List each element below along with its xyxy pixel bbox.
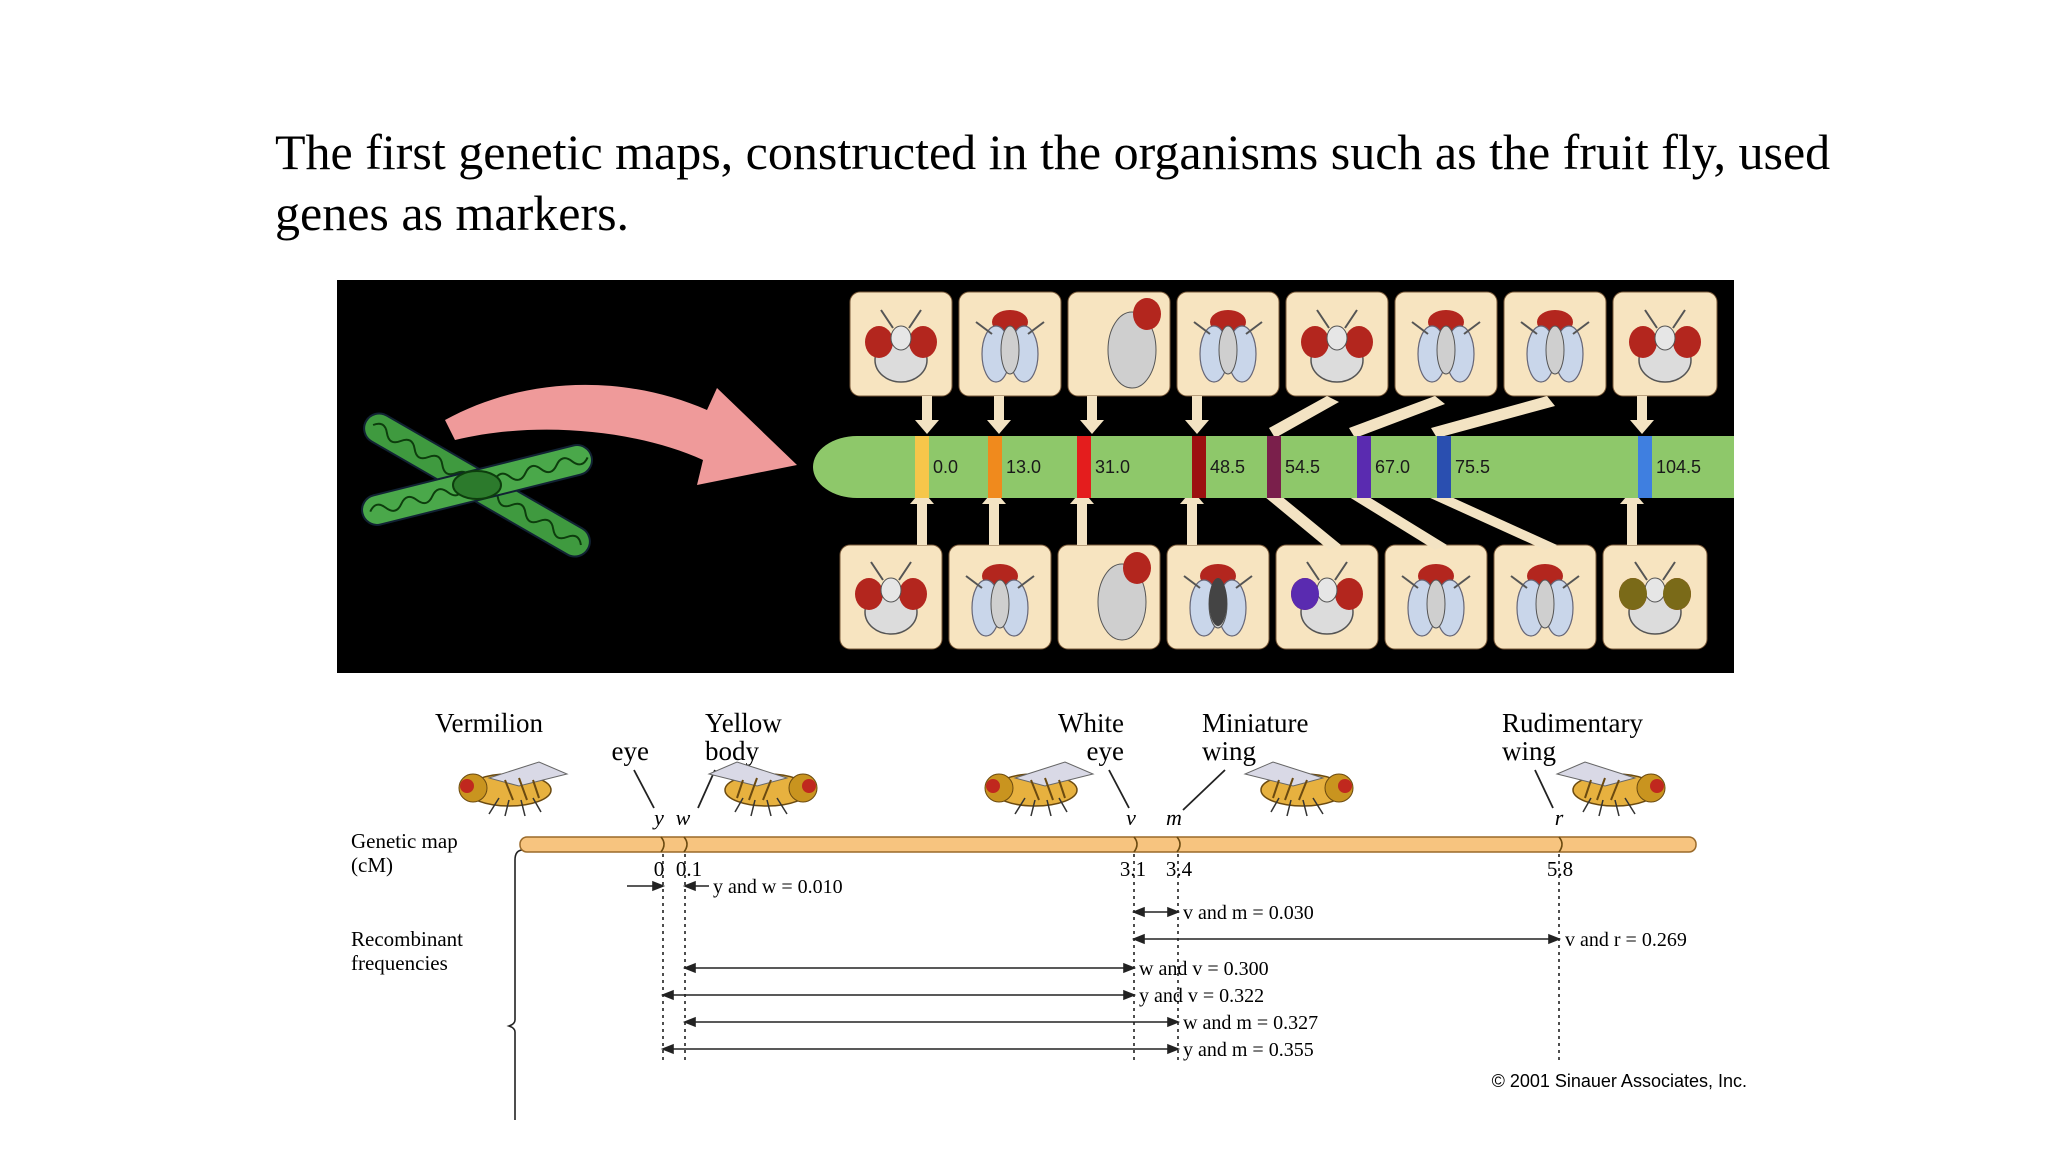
recomb-y-m: y and m = 0.355: [1183, 1039, 1314, 1061]
symbol-m: m: [1166, 805, 1182, 830]
locus-band-2: [1077, 436, 1091, 498]
position-m: 3.4: [1166, 857, 1193, 881]
locus-band-0: [915, 436, 929, 498]
symbol-v: v: [1126, 805, 1136, 830]
gene-label-white-2: eye: [1087, 736, 1124, 766]
gene-label-rudimentary-2: wing: [1502, 736, 1556, 766]
locus-label-5: 67.0: [1375, 457, 1410, 477]
recomb-w-m: w and m = 0.327: [1183, 1012, 1318, 1034]
symbol-w: w: [676, 805, 691, 830]
gene-label-white-1: White: [1058, 708, 1124, 738]
locus-label-0: 0.0: [933, 457, 958, 477]
gene-label-rudimentary-1: Rudimentary: [1502, 708, 1643, 738]
x-chromosome-icon: [361, 412, 593, 558]
position-v: 3.1: [1120, 857, 1146, 881]
symbol-y: y: [652, 805, 664, 830]
genetic-map-label: Genetic map: [351, 829, 458, 853]
symbol-r: r: [1555, 805, 1564, 830]
recomb-v-r: v and r = 0.269: [1565, 929, 1687, 951]
genetic-map-unit: (cM): [351, 853, 393, 877]
locus-label-6: 75.5: [1455, 457, 1490, 477]
locus-band-4: [1267, 436, 1281, 498]
gene-label-yellow-2: body: [705, 736, 760, 766]
locus-band-3: [1192, 436, 1206, 498]
chromosome-fly-figure: 0.0 13.0 31.0 48.5 54.5 67.0 75.5 104.5: [337, 280, 1734, 673]
genetic-map-figure: Vermilion eye Yellow body White eye Mini…: [351, 708, 1747, 1120]
gene-label-vermilion-2: eye: [612, 736, 649, 766]
slide-title: The first genetic maps, constructed in t…: [275, 124, 1831, 241]
locus-label-1: 13.0: [1006, 457, 1041, 477]
fly-panels-top: [849, 291, 1718, 397]
position-r: 5.8: [1547, 857, 1573, 881]
locus-band-5: [1357, 436, 1371, 498]
fly-illustrations: [458, 761, 1666, 817]
gene-label-yellow-1: Yellow: [705, 708, 782, 738]
gene-label-miniature-1: Miniature: [1202, 708, 1308, 738]
locus-label-4: 54.5: [1285, 457, 1320, 477]
locus-band-1: [988, 436, 1002, 498]
recombinant-label-1: Recombinant: [351, 927, 463, 951]
fly-panels-bottom: [839, 544, 1708, 650]
locus-label-7: 104.5: [1656, 457, 1701, 477]
locus-band-6: [1437, 436, 1451, 498]
gene-label-vermilion-1: Vermilion: [435, 708, 543, 738]
position-w: 0.1: [676, 857, 702, 881]
recomb-y-w: y and w = 0.010: [713, 876, 843, 898]
gene-label-miniature-2: wing: [1202, 736, 1256, 766]
position-y: 0: [654, 857, 665, 881]
copyright-notice: © 2001 Sinauer Associates, Inc.: [1492, 1071, 1747, 1091]
chromosome-map-bar: 0.0 13.0 31.0 48.5 54.5 67.0 75.5 104.5: [813, 436, 1734, 498]
recomb-y-v: y and v = 0.322: [1139, 985, 1264, 1007]
genetic-map-bar: [519, 836, 1697, 853]
locus-label-3: 48.5: [1210, 457, 1245, 477]
recombinant-label-2: frequencies: [351, 951, 448, 975]
pink-arrow: [445, 384, 797, 485]
recomb-w-v: w and v = 0.300: [1139, 958, 1269, 980]
locus-label-2: 31.0: [1095, 457, 1130, 477]
recomb-v-m: v and m = 0.030: [1183, 902, 1314, 924]
locus-band-7: [1638, 436, 1652, 498]
